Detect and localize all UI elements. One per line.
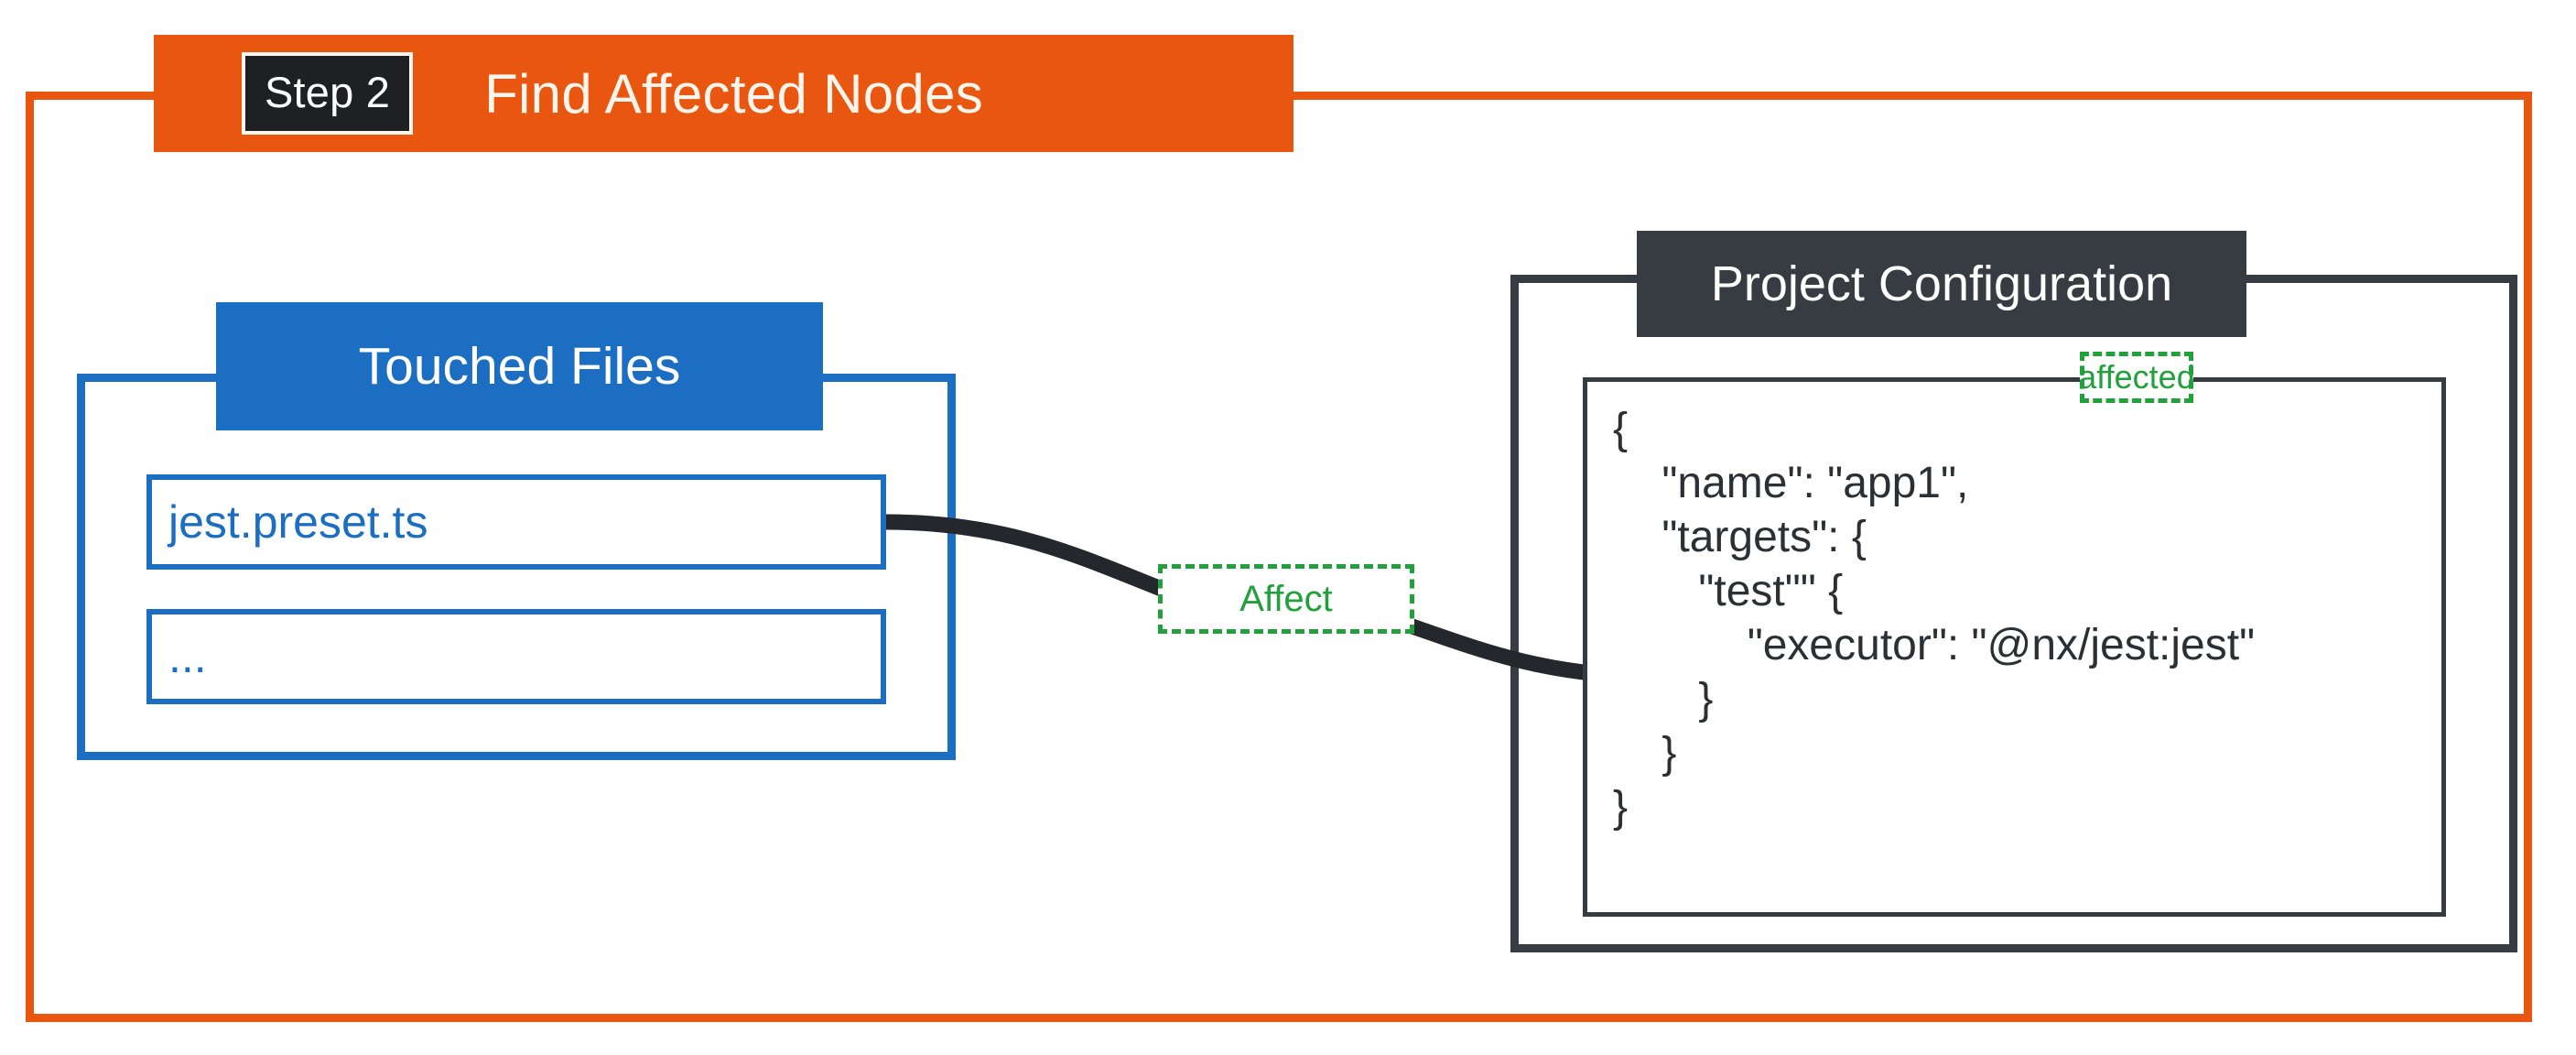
step-chip: Step 2 [242,52,414,135]
affected-badge: affected [2078,352,2195,403]
code-line: "test"" { [1613,567,1844,615]
touched-files-title: Touched Files [216,302,823,430]
code-line: "executor": "@nx/jest:jest" [1613,621,2256,669]
code-line: } [1613,783,1629,832]
project-configuration-code: { "name": "app1", "targets": { "test"" {… [1583,377,2446,917]
code-line: "targets": { [1613,513,1867,561]
project-configuration-title: Project Configuration [1637,231,2246,337]
code-line: "name": "app1", [1613,459,1969,507]
code-line: } [1613,729,1677,778]
step-title: Find Affected Nodes [484,62,984,125]
code-line: } [1613,675,1714,723]
step-banner: Step 2 Find Affected Nodes [154,35,1293,152]
touched-file-item[interactable]: jest.preset.ts [146,474,886,570]
affect-label: Affect [1158,564,1414,634]
touched-file-item[interactable]: ... [146,609,886,704]
code-line: { [1613,405,1629,453]
